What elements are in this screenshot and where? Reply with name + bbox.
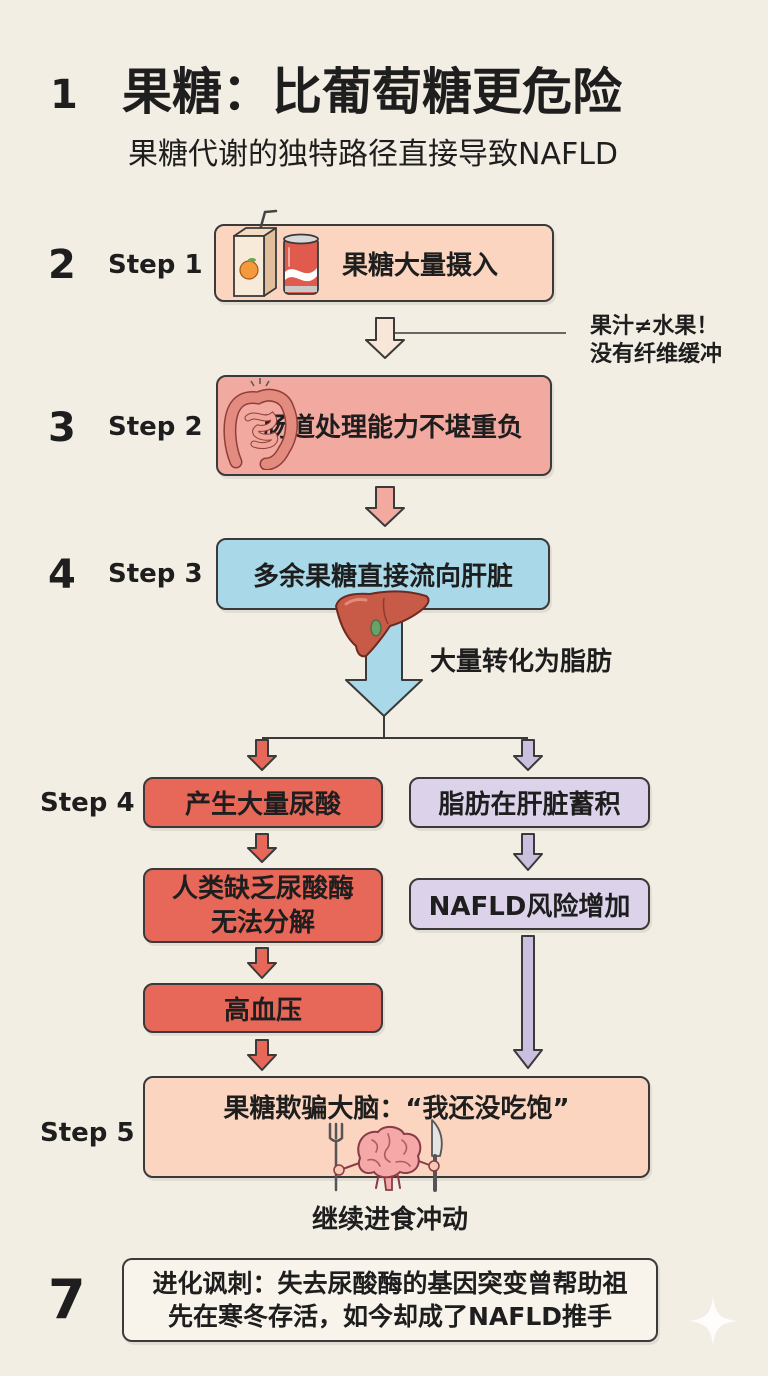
arrow-nafld-to-step5	[513, 935, 543, 1069]
fat-accumulation-text: 脂肪在肝脏蓄积	[438, 790, 621, 820]
step3-text: 多余果糖直接流向肝脏	[252, 561, 513, 592]
nafld-risk-box: NAFLD风险增加	[409, 878, 650, 930]
step2-label: Step 2	[108, 412, 203, 442]
juice-box-icon	[233, 209, 278, 297]
liver-arrow-note: 大量转化为脂肪	[430, 647, 613, 677]
hypertension-text: 高血压	[223, 995, 302, 1026]
no-uricase-box: 人类缺乏尿酸酶 无法分解	[143, 868, 383, 943]
step5-outcome: 继续进食冲动	[311, 1205, 468, 1235]
uric-acid-box: 产生大量尿酸	[143, 777, 383, 828]
fat-accumulation-box: 脂肪在肝脏蓄积	[409, 777, 650, 828]
step1-text: 果糖大量摄入	[341, 250, 498, 281]
step1-label: Step 1	[108, 250, 203, 280]
no-uricase-line2: 无法分解	[210, 907, 315, 938]
uric-acid-text: 产生大量尿酸	[184, 790, 341, 820]
arrow-fat-to-nafld-risk	[513, 833, 543, 871]
step1-number: 2	[48, 242, 76, 288]
step5-text: 果糖欺骗大脑：“我还没吃饱”	[223, 1094, 570, 1124]
footer-line1: 进化讽刺：失去尿酸酶的基因突变曾帮助祖	[152, 1269, 628, 1298]
footer-number: 7	[48, 1268, 86, 1331]
liver-icon	[334, 590, 430, 658]
nafld-risk-text: NAFLD风险增加	[428, 891, 631, 922]
page-subtitle: 果糖代谢的独特路径直接导致NAFLD	[128, 137, 619, 172]
arrow-uric-acid-to-no-uricase	[247, 833, 277, 863]
arrow-step1-to-step2	[365, 317, 405, 359]
step4-label: Step 4	[40, 788, 135, 818]
sparkle-icon	[688, 1296, 738, 1346]
arrow-branch-to-uric-acid	[247, 739, 277, 771]
footer-line2: 先在寒冬存活，如今却成了NAFLD推手	[167, 1302, 613, 1331]
intestine-icon	[223, 378, 298, 470]
footer-note-box: 进化讽刺：失去尿酸酶的基因突变曾帮助祖 先在寒冬存活，如今却成了NAFLD推手	[122, 1258, 658, 1342]
soda-can-icon	[283, 233, 319, 295]
hypertension-box: 高血压	[143, 983, 383, 1033]
page-title: 果糖：比葡萄糖更危险	[122, 63, 622, 121]
step3-label: Step 3	[108, 559, 203, 589]
step2-text: 肠道处理能力不堪重负	[262, 413, 523, 443]
step1-note-line2: 没有纤维缓冲	[590, 342, 723, 367]
arrow-no-uricase-to-hypertension	[247, 947, 277, 979]
brain-icon	[328, 1119, 443, 1192]
step2-number: 3	[48, 405, 76, 451]
step1-note-line1: 果汁≠水果！	[590, 314, 719, 339]
arrow-liver-to-fat	[345, 611, 423, 717]
header-number: 1	[50, 72, 78, 118]
step3-number: 4	[48, 552, 76, 598]
arrow-hypertension-to-step5	[247, 1039, 277, 1071]
no-uricase-line1: 人类缺乏尿酸酶	[171, 873, 354, 904]
arrow-step2-to-step3	[365, 486, 405, 527]
arrow-branch-to-fat-accumulation	[513, 739, 543, 771]
step5-label: Step 5	[40, 1118, 135, 1148]
